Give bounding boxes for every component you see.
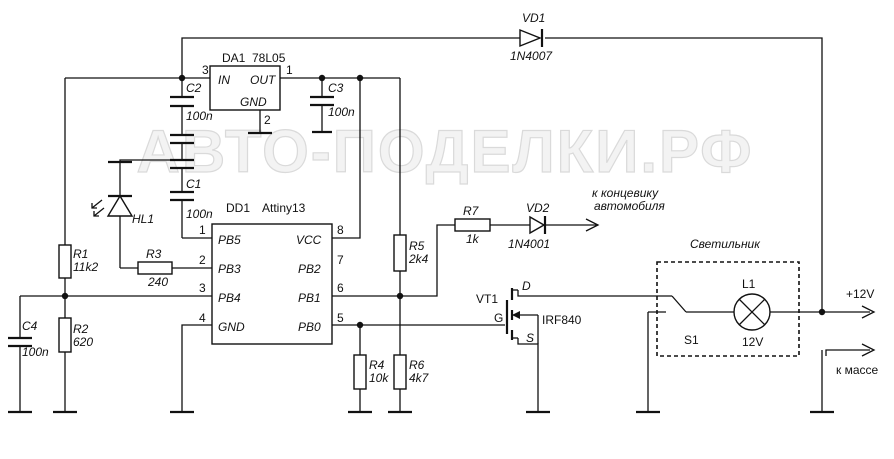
svg-text:2: 2 <box>264 113 271 127</box>
svg-text:R4: R4 <box>369 358 385 372</box>
svg-text:1N4007: 1N4007 <box>510 49 553 63</box>
wires <box>19 37 870 412</box>
svg-text:10k: 10k <box>369 371 389 385</box>
switch-s1: S1 <box>648 295 699 347</box>
svg-text:S: S <box>526 331 534 345</box>
svg-text:7: 7 <box>337 253 344 267</box>
svg-text:4: 4 <box>199 311 206 325</box>
svg-text:3: 3 <box>202 63 209 77</box>
svg-text:IN: IN <box>218 73 230 87</box>
svg-text:R3: R3 <box>146 247 162 261</box>
svg-text:PB2: PB2 <box>298 262 321 276</box>
svg-text:100n: 100n <box>328 105 355 119</box>
svg-text:к концевику: к концевику <box>592 186 659 200</box>
svg-text:11k2: 11k2 <box>73 260 98 274</box>
svg-text:5: 5 <box>337 311 344 325</box>
capacitor-c4: C4 100n <box>8 319 49 359</box>
svg-text:R1: R1 <box>73 247 88 261</box>
svg-text:12V: 12V <box>742 335 763 349</box>
plus12v-terminal: +12V <box>846 287 876 319</box>
resistor-r5: R5 2k4 <box>393 234 429 272</box>
capacitor-c2: C2 100n <box>170 81 213 123</box>
mcu-dd1: DD1 Attiny13 1 PB5 2 PB3 3 PB4 4 GND 8 V… <box>199 201 344 345</box>
svg-text:C1: C1 <box>186 177 201 191</box>
svg-text:DD1: DD1 <box>226 201 250 215</box>
svg-text:C3: C3 <box>328 81 344 95</box>
svg-text:HL1: HL1 <box>132 212 154 226</box>
svg-text:VT1: VT1 <box>476 292 498 306</box>
svg-text:4k7: 4k7 <box>409 371 430 385</box>
svg-text:1k: 1k <box>466 232 480 246</box>
svg-text:620: 620 <box>73 335 93 349</box>
lamp-l1: L1 12V <box>733 277 771 349</box>
svg-text:PB4: PB4 <box>218 291 241 305</box>
resistor-r1: R1 11k2 <box>58 244 98 279</box>
svg-text:OUT: OUT <box>250 73 277 87</box>
resistor-r6: R6 4k7 <box>393 354 430 390</box>
svg-text:PB0: PB0 <box>298 320 321 334</box>
svg-text:G: G <box>494 311 503 325</box>
svg-text:C4: C4 <box>22 319 38 333</box>
svg-text:6: 6 <box>337 281 344 295</box>
led-hl1: HL1 <box>91 160 154 240</box>
svg-text:1: 1 <box>286 63 293 77</box>
resistor-r7: R7 1k <box>454 204 491 246</box>
lamp-enclosure: Светильник <box>656 237 800 357</box>
junctions <box>61 74 826 329</box>
ground-terminal: к массе <box>825 343 879 377</box>
watermark: АВТО-ПОДЕЛКИ.РФ <box>137 118 754 185</box>
svg-text:PB1: PB1 <box>298 291 321 305</box>
svg-text:VD2: VD2 <box>526 201 550 215</box>
svg-text:GND: GND <box>240 95 267 109</box>
svg-text:R5: R5 <box>409 239 425 253</box>
svg-text:Светильник: Светильник <box>690 237 761 251</box>
ground-symbols <box>8 130 834 414</box>
svg-text:D: D <box>522 279 531 293</box>
capacitor-c-mid <box>170 133 194 170</box>
svg-text:3: 3 <box>199 281 206 295</box>
svg-text:DA1: DA1 <box>222 51 246 65</box>
svg-text:S1: S1 <box>684 333 699 347</box>
resistor-r2: R2 620 <box>58 317 93 353</box>
diode-vd1: VD1 1N4007 <box>510 11 553 63</box>
resistor-r3: R3 240 <box>137 247 173 289</box>
svg-text:автомобиля: автомобиля <box>594 199 665 213</box>
capacitor-c3: C3 100n <box>310 81 355 119</box>
svg-text:VD1: VD1 <box>522 11 545 25</box>
svg-text:100n: 100n <box>22 345 49 359</box>
resistor-r4: R4 10k <box>353 354 389 390</box>
svg-text:IRF840: IRF840 <box>542 313 582 327</box>
svg-text:C2: C2 <box>186 81 202 95</box>
svg-text:к массе: к массе <box>836 363 879 377</box>
svg-text:78L05: 78L05 <box>252 51 286 65</box>
svg-text:100n: 100n <box>186 207 213 221</box>
svg-text:VCC: VCC <box>296 233 322 247</box>
svg-text:R2: R2 <box>73 322 89 336</box>
svg-text:100n: 100n <box>186 109 213 123</box>
regulator-da1: DA1 78L05 IN OUT GND 3 1 2 <box>202 51 293 127</box>
svg-text:L1: L1 <box>742 277 756 291</box>
svg-text:PB5: PB5 <box>218 233 241 247</box>
svg-text:R6: R6 <box>409 358 425 372</box>
svg-text:1: 1 <box>199 223 206 237</box>
mosfet-vt1: VT1 D G S IRF840 <box>476 279 582 345</box>
svg-text:2k4: 2k4 <box>408 252 429 266</box>
arrow-door-switch: к концевику автомобиля <box>585 186 665 232</box>
svg-text:1N4001: 1N4001 <box>508 237 550 251</box>
diode-vd2: VD2 1N4001 <box>508 201 550 251</box>
svg-text:GND: GND <box>218 320 245 334</box>
svg-text:8: 8 <box>337 223 344 237</box>
capacitor-c1: C1 100n <box>170 177 213 221</box>
svg-text:Attiny13: Attiny13 <box>262 201 306 215</box>
svg-text:PB3: PB3 <box>218 262 241 276</box>
svg-text:2: 2 <box>199 253 206 267</box>
svg-text:240: 240 <box>147 275 168 289</box>
svg-text:+12V: +12V <box>846 287 874 301</box>
svg-text:R7: R7 <box>463 204 480 218</box>
